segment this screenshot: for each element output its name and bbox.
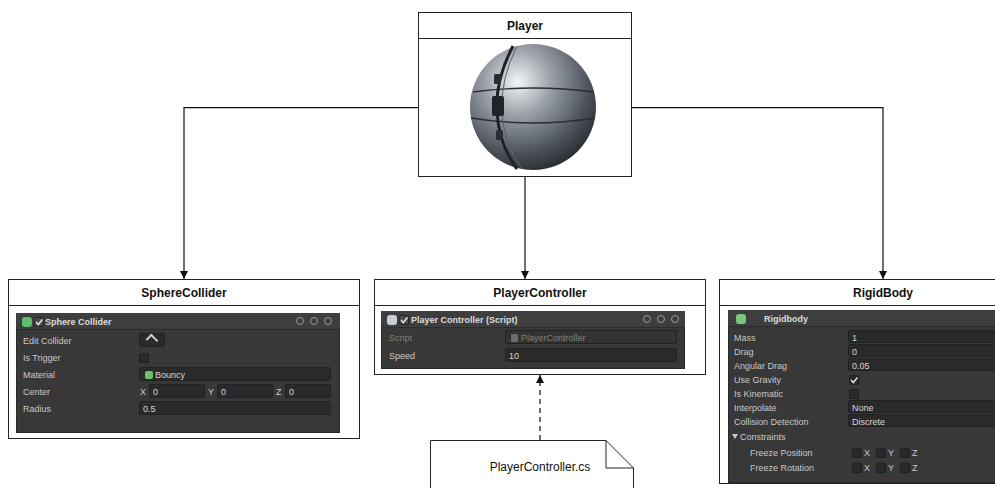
foldout-arrow <box>732 434 738 439</box>
field-label: Collision Detection <box>734 416 809 428</box>
field-value: 0 <box>153 386 158 398</box>
field-label: Freeze Rotation <box>750 462 814 474</box>
checkbox <box>876 448 886 458</box>
component-icon <box>736 314 746 324</box>
box-title: SphereCollider <box>9 286 359 300</box>
component-name: Rigidbody <box>764 313 808 325</box>
field-label: Material <box>23 369 55 381</box>
header-rule <box>375 305 705 306</box>
field-label: Z <box>912 462 918 474</box>
field-label: Y <box>208 386 214 398</box>
field-value: 0 <box>852 346 857 358</box>
field-label: Y <box>888 462 894 474</box>
component-box: Player <box>418 12 632 177</box>
field-value: 0 <box>289 386 294 398</box>
sphere-seam <box>471 118 595 123</box>
box-title: Player <box>419 19 631 33</box>
field-label: Z <box>276 386 282 398</box>
field-label: Drag <box>734 346 754 358</box>
checkbox <box>852 448 862 458</box>
field-label: Edit Collider <box>23 335 72 347</box>
field-label: Y <box>888 447 894 459</box>
field-label: X <box>864 462 870 474</box>
value-field <box>848 330 995 343</box>
checkbox <box>900 463 910 473</box>
box-title: PlayerController <box>375 286 705 300</box>
field-value: Discrete <box>852 416 885 428</box>
header-icon <box>671 315 679 323</box>
check-mark <box>399 315 409 325</box>
enable-checkbox <box>34 317 44 327</box>
checkbox <box>900 448 910 458</box>
component-name: Sphere Collider <box>45 316 112 328</box>
sphere-seam <box>473 88 594 92</box>
field-value: 0.05 <box>852 360 870 372</box>
sphere-panel <box>492 96 504 116</box>
value-field <box>848 358 995 371</box>
checkbox <box>849 375 859 385</box>
component-icon <box>387 315 397 325</box>
checkbox <box>139 353 149 363</box>
sphere-body <box>470 44 596 170</box>
header-icon <box>310 317 318 325</box>
component-box: SphereColliderSphere ColliderEdit Collid… <box>8 279 360 439</box>
header-rule <box>419 38 631 39</box>
field-label: Radius <box>23 403 51 415</box>
header-rule <box>720 305 995 306</box>
composition-arrow <box>524 177 525 279</box>
field-label: Speed <box>389 350 415 362</box>
field-label: Angular Drag <box>734 360 787 372</box>
component-box: RigidBodyRigidbodyMass 1Drag 0Angular Drag… <box>719 279 995 484</box>
material-icon <box>145 371 153 379</box>
enable-checkbox <box>399 315 409 325</box>
checkbox <box>852 463 862 473</box>
component-name: Player Controller (Script) <box>411 314 518 326</box>
check-mark <box>849 375 859 385</box>
component-box: PlayerControllerPlayer Controller (Scrip… <box>374 279 706 375</box>
value-field <box>505 348 677 362</box>
field-label: X <box>864 447 870 459</box>
header-rule <box>9 305 359 306</box>
header-icon <box>324 317 332 325</box>
check-mark <box>34 317 44 327</box>
field-label: Center <box>23 386 50 398</box>
document-box: PlayerController.cs <box>430 440 650 488</box>
field-value: 0 <box>221 386 226 398</box>
field-label: Use Gravity <box>734 374 781 386</box>
field-label: Is Kinematic <box>734 388 783 400</box>
dependency-arrow <box>539 375 540 440</box>
field-label: PlayerController <box>521 332 586 344</box>
box-title: RigidBody <box>720 286 995 300</box>
field-label: Z <box>912 447 918 459</box>
sphere-panel <box>496 130 503 140</box>
composition-arrow <box>184 108 418 279</box>
field-label: Freeze Position <box>750 447 813 459</box>
header-icon <box>296 317 304 325</box>
checkbox <box>849 389 859 399</box>
value-field <box>848 344 995 357</box>
file-name: PlayerController.cs <box>430 460 650 474</box>
field-value: Bouncy <box>155 369 185 381</box>
field-label: Constraints <box>740 431 786 443</box>
field-label: Script <box>389 332 412 344</box>
header-icon <box>657 315 665 323</box>
field-value: 10 <box>509 350 519 362</box>
header-icon <box>643 315 651 323</box>
field-value: None <box>852 402 874 414</box>
field-label: Interpolate <box>734 402 777 414</box>
field-label: X <box>140 386 146 398</box>
composition-arrow <box>632 108 883 279</box>
field-label: Is Trigger <box>23 352 61 364</box>
field-label: Mass <box>734 332 756 344</box>
component-icon <box>22 317 32 327</box>
checkbox <box>876 463 886 473</box>
sphere-panel <box>494 74 501 84</box>
field-value: 1 <box>852 332 857 344</box>
sphere-band <box>502 46 522 169</box>
script-icon <box>511 334 518 342</box>
field-value: 0.5 <box>143 403 156 415</box>
value-field <box>139 401 331 415</box>
